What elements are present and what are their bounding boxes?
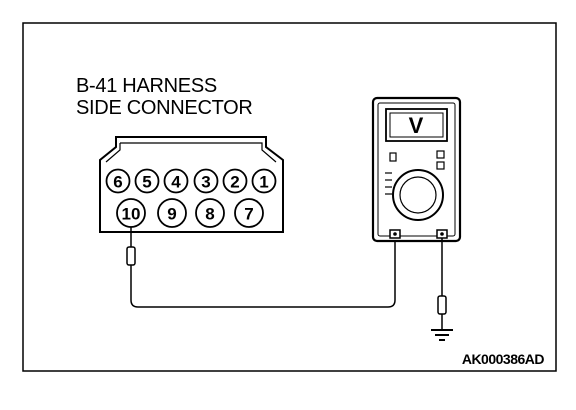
- display-window: [385, 108, 448, 142]
- pin-4-label: 4: [171, 173, 181, 192]
- pin-6-socket: [105, 168, 131, 194]
- mode-indicator-left: [389, 152, 397, 162]
- terminal-v-hole: [440, 232, 444, 236]
- pin-2: 2: [222, 168, 248, 194]
- pin-9: 9: [157, 198, 187, 228]
- pin-2-label: 2: [230, 173, 239, 192]
- pin-1-label: 1: [259, 173, 268, 192]
- probe-lead: [130, 238, 396, 308]
- terminal-v: [436, 229, 448, 239]
- ground-probe: [431, 238, 453, 341]
- pin-1-socket: [251, 168, 277, 194]
- range-scale-ticks: [385, 172, 392, 195]
- ground-probe-tip: [437, 295, 447, 315]
- pin-6-label: 6: [113, 173, 122, 192]
- connector-title-line-2: SIDE CONNECTOR: [76, 97, 253, 119]
- pin-7-label: 7: [244, 205, 253, 224]
- pin-8: 8: [195, 198, 225, 228]
- pin-4: 4: [163, 168, 189, 194]
- diagram-frame: [22, 22, 557, 372]
- pin-4-socket: [163, 168, 189, 194]
- multimeter: V: [371, 96, 462, 243]
- connector-title-line-1: B-41 HARNESS: [76, 75, 217, 97]
- connector-probe: [126, 227, 396, 308]
- figure-code: AK000386AD: [462, 351, 545, 367]
- pin-2-socket: [222, 168, 248, 194]
- pin-9-label: 9: [167, 205, 176, 224]
- pin-5-label: 5: [142, 173, 151, 192]
- pin-6: 6: [105, 168, 131, 194]
- ground-symbol-icon: [431, 329, 453, 341]
- connector-top-row: 6 5 4 3 2 1: [105, 168, 277, 194]
- connector-housing-inner: [105, 142, 277, 163]
- display-window-inner: [389, 112, 444, 138]
- pin-3-socket: [193, 168, 219, 194]
- pin-9-socket: [157, 198, 187, 228]
- pin-1: 1: [251, 168, 277, 194]
- multimeter-display: V: [385, 108, 448, 142]
- pin-7-socket: [234, 198, 264, 228]
- range-selector-dial: [392, 169, 444, 221]
- terminal-com-hole: [393, 232, 397, 236]
- mode-indicator-right-top: [436, 150, 445, 159]
- harness-connector: 6 5 4 3 2 1: [99, 136, 284, 233]
- pin-5-socket: [134, 168, 160, 194]
- pin-5: 5: [134, 168, 160, 194]
- pin-10-label: 10: [122, 205, 141, 224]
- multimeter-inner-border: [377, 102, 456, 237]
- dial-knob: [399, 176, 437, 214]
- mode-indicator-right-bottom: [436, 161, 445, 170]
- pin-3-label: 3: [201, 173, 210, 192]
- pin-3: 3: [193, 168, 219, 194]
- pin-7: 7: [234, 198, 264, 228]
- terminal-com: [389, 229, 401, 239]
- pin-10: 10: [116, 198, 146, 228]
- pin-8-socket: [195, 198, 225, 228]
- pin-8-label: 8: [205, 205, 214, 224]
- display-symbol: V: [409, 113, 424, 138]
- probe-tip: [126, 246, 136, 266]
